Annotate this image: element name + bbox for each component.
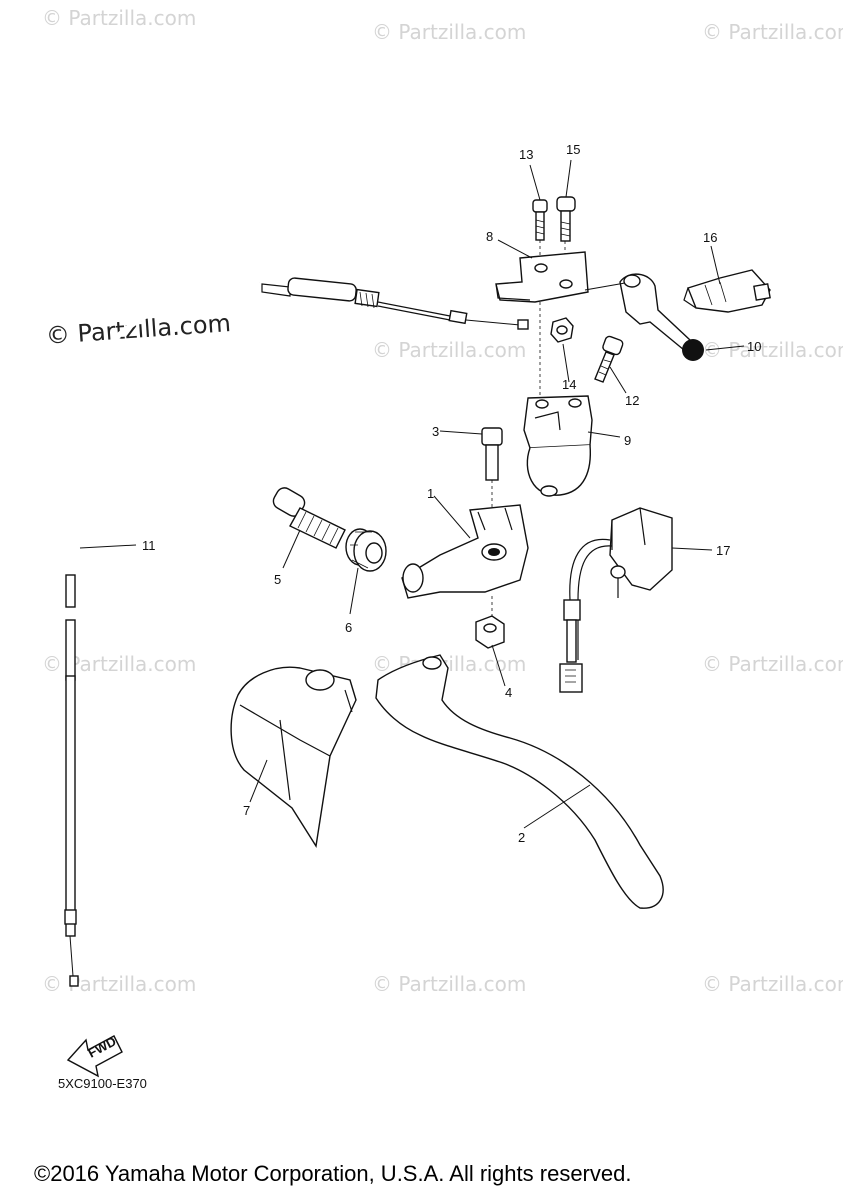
callout-15[interactable]: 15 <box>566 142 580 157</box>
part-bolt-3[interactable] <box>439 427 503 481</box>
callout-9[interactable]: 9 <box>624 433 631 448</box>
fwd-arrow-icon: FWD <box>66 1034 123 1078</box>
callout-8[interactable]: 8 <box>486 229 493 244</box>
watermark: © Partzilla.com <box>702 338 843 362</box>
part-lever-10[interactable] <box>619 273 704 361</box>
callout-4[interactable]: 4 <box>505 685 512 700</box>
copyright-notice: ©2016 Yamaha Motor Corporation, U.S.A. A… <box>34 1161 632 1186</box>
callout-2[interactable]: 2 <box>518 830 525 845</box>
callout-7[interactable]: 7 <box>243 803 250 818</box>
watermark: © Partzilla.com <box>702 972 843 996</box>
part-nut-4[interactable] <box>475 615 505 649</box>
callout-12[interactable]: 12 <box>625 393 639 408</box>
part-bracket-8[interactable] <box>495 251 589 303</box>
part-adjuster-5[interactable] <box>271 485 346 549</box>
callout-11[interactable]: 11 <box>142 538 156 553</box>
callout-1[interactable]: 1 <box>427 486 434 501</box>
part-cover-7[interactable] <box>230 666 357 848</box>
part-holder-1[interactable] <box>401 504 529 599</box>
watermark: © Partzilla.com <box>372 20 527 44</box>
part-clutch-cable[interactable] <box>64 277 529 987</box>
part-bolt-13[interactable] <box>532 199 548 241</box>
watermark: © Partzilla.com <box>372 972 527 996</box>
diagram-code: 5XC9100-E370 <box>58 1076 147 1091</box>
part-bolt-12[interactable] <box>594 335 624 383</box>
watermark: © Partzilla.com <box>702 20 843 44</box>
callout-17[interactable]: 17 <box>716 543 730 558</box>
part-nut-6[interactable] <box>345 528 387 572</box>
callout-16[interactable]: 16 <box>703 230 717 245</box>
callout-10[interactable]: 10 <box>747 339 761 354</box>
callout-13[interactable]: 13 <box>519 147 533 162</box>
part-holder-9[interactable] <box>523 395 593 497</box>
watermark: © Partzilla.com <box>42 972 197 996</box>
part-lever-2[interactable] <box>375 654 664 909</box>
callout-5[interactable]: 5 <box>274 572 281 587</box>
part-lever-16[interactable] <box>683 269 771 313</box>
part-bolt-15[interactable] <box>556 196 576 242</box>
watermark: © Partzilla.com <box>702 652 843 676</box>
callout-14[interactable]: 14 <box>562 377 576 392</box>
part-nut-14[interactable] <box>550 317 574 343</box>
watermark: © Partzilla.com <box>372 338 527 362</box>
callout-6[interactable]: 6 <box>345 620 352 635</box>
callout-3[interactable]: 3 <box>432 424 439 439</box>
part-switch-17[interactable] <box>559 507 673 693</box>
watermark: © Partzilla.com <box>42 6 197 30</box>
